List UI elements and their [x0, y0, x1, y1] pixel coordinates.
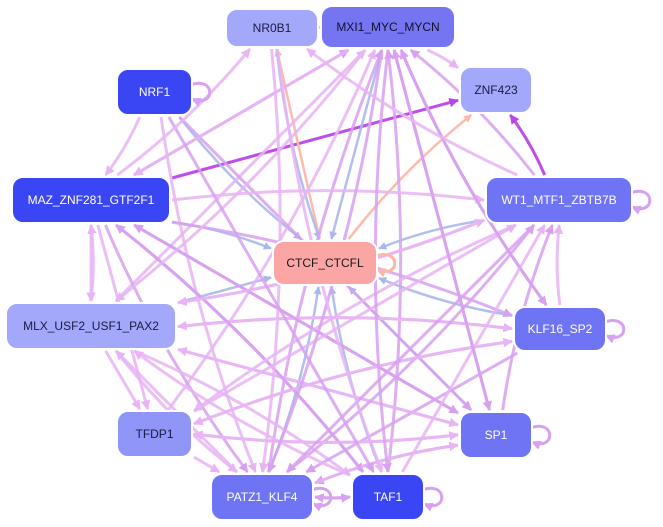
edge-nrf1-to-patz1	[159, 116, 257, 473]
node-label: KLF16_SP2	[528, 322, 593, 336]
self-loop-wt1	[629, 189, 652, 215]
node-label: MLX_USF2_USF1_PAX2	[23, 319, 159, 333]
edge-nrf1-to-taf1	[167, 116, 375, 473]
edge-tfdp1-to-mxi1	[167, 49, 377, 410]
node-label: MXI1_MYC_MYCN	[336, 20, 439, 34]
edge-wt1-to-ctcf	[378, 218, 485, 250]
self-loop-klf16	[603, 319, 626, 344]
edge-layer	[86, 21, 564, 503]
node-label: CTCF_CTCFL	[286, 256, 364, 270]
node-wt1[interactable]: WT1_MTF1_ZBTB7B	[485, 176, 633, 224]
node-box	[351, 473, 425, 521]
node-sp1[interactable]: SP1	[459, 411, 533, 459]
edge-mlx-to-tfdp1	[104, 350, 142, 410]
node-znf423[interactable]: ZNF423	[459, 66, 533, 114]
node-mlx[interactable]: MLX_USF2_USF1_PAX2	[5, 302, 177, 350]
edge-mlx-to-mxi1	[114, 48, 367, 303]
edge-mxi1-to-znf423	[426, 48, 459, 69]
node-mxi1[interactable]: MXI1_MYC_MYCN	[320, 5, 456, 49]
node-label: TFDP1	[135, 427, 173, 441]
node-label: SP1	[485, 428, 508, 442]
node-box	[210, 473, 314, 521]
edge-nrf1-to-ctcf	[178, 116, 302, 240]
edge-klf16-to-wt1	[553, 224, 564, 306]
edge-nrf1-to-maz	[104, 116, 142, 176]
edge-maz-to-nr0b1	[116, 48, 252, 177]
node-box	[485, 176, 633, 224]
node-label: TAF1	[374, 490, 403, 504]
self-loop-sp1	[529, 424, 552, 450]
edge-sp1-to-mlx	[177, 347, 459, 427]
node-label: ZNF423	[474, 83, 518, 97]
edge-tfdp1-to-klf16	[193, 337, 513, 426]
edge-mxi1-to-ctcf	[329, 49, 384, 240]
node-label: PATZ1_KLF4	[227, 490, 298, 504]
node-box	[5, 302, 177, 350]
node-box	[272, 240, 378, 286]
node-tfdp1[interactable]: TFDP1	[116, 410, 193, 458]
node-nrf1[interactable]: NRF1	[116, 68, 193, 116]
node-label: WT1_MTF1_ZBTB7B	[501, 193, 616, 207]
node-label: NR0B1	[253, 21, 292, 35]
edge-ctcf-to-nr0b1	[274, 48, 321, 240]
edge-mlx-to-maz	[87, 224, 97, 302]
node-box	[459, 66, 533, 114]
edge-mxi1-to-maz	[133, 48, 350, 177]
edge-maz-to-wt1	[171, 189, 485, 204]
edge-wt1-to-nr0b1	[306, 47, 518, 177]
edge-wt1-to-znf423	[509, 114, 547, 176]
node-taf1[interactable]: TAF1	[351, 473, 425, 521]
node-patz1[interactable]: PATZ1_KLF4	[210, 473, 314, 521]
edge-taf1-to-patz1	[314, 493, 351, 503]
node-layer: NR0B1 MXI1_MYC_MYCN NRF1 ZNF423MAZ_ZNF281_G…	[5, 5, 633, 521]
node-box	[459, 411, 533, 459]
node-box	[225, 8, 319, 48]
edge-tfdp1-to-sp1	[193, 431, 459, 444]
self-loop-layer	[189, 81, 652, 512]
node-maz[interactable]: MAZ_ZNF281_GTF2F1	[11, 176, 171, 224]
node-klf16[interactable]: KLF16_SP2	[513, 306, 607, 352]
edge-wt1-to-tfdp1	[193, 223, 517, 413]
self-loop-patz1	[310, 486, 333, 512]
edge-mlx-to-taf1	[133, 349, 351, 477]
edge-wt1-to-patz1	[285, 223, 536, 474]
node-label: NRF1	[139, 85, 171, 99]
edge-maz-to-znf423	[171, 97, 459, 180]
edge-tfdp1-to-patz1	[193, 455, 221, 474]
edge-mxi1-to-klf16	[399, 49, 548, 306]
node-box	[116, 68, 193, 116]
edge-tfdp1-to-wt1	[193, 223, 517, 413]
node-box	[116, 410, 193, 458]
edge-maz-to-patz1	[104, 224, 249, 473]
self-loop-nrf1	[189, 81, 212, 107]
edge-mxi1-to-mlx	[114, 49, 367, 303]
edge-taf1-to-mxi1	[384, 49, 403, 473]
self-loop-taf1	[421, 486, 444, 512]
node-label: MAZ_ZNF281_GTF2F1	[28, 193, 155, 207]
edge-taf1-to-maz	[115, 223, 365, 473]
node-nr0b1[interactable]: NR0B1	[225, 8, 319, 48]
edge-ctcf-to-znf423	[347, 114, 473, 240]
edge-taf1-to-mlx	[133, 349, 351, 477]
edge-mxi1-to-sp1	[392, 49, 492, 411]
node-box	[320, 5, 456, 49]
self-loop-ctcf	[374, 253, 397, 278]
node-box	[513, 306, 607, 352]
node-box	[11, 176, 171, 224]
node-ctcf[interactable]: CTCF_CTCFL	[272, 240, 378, 286]
